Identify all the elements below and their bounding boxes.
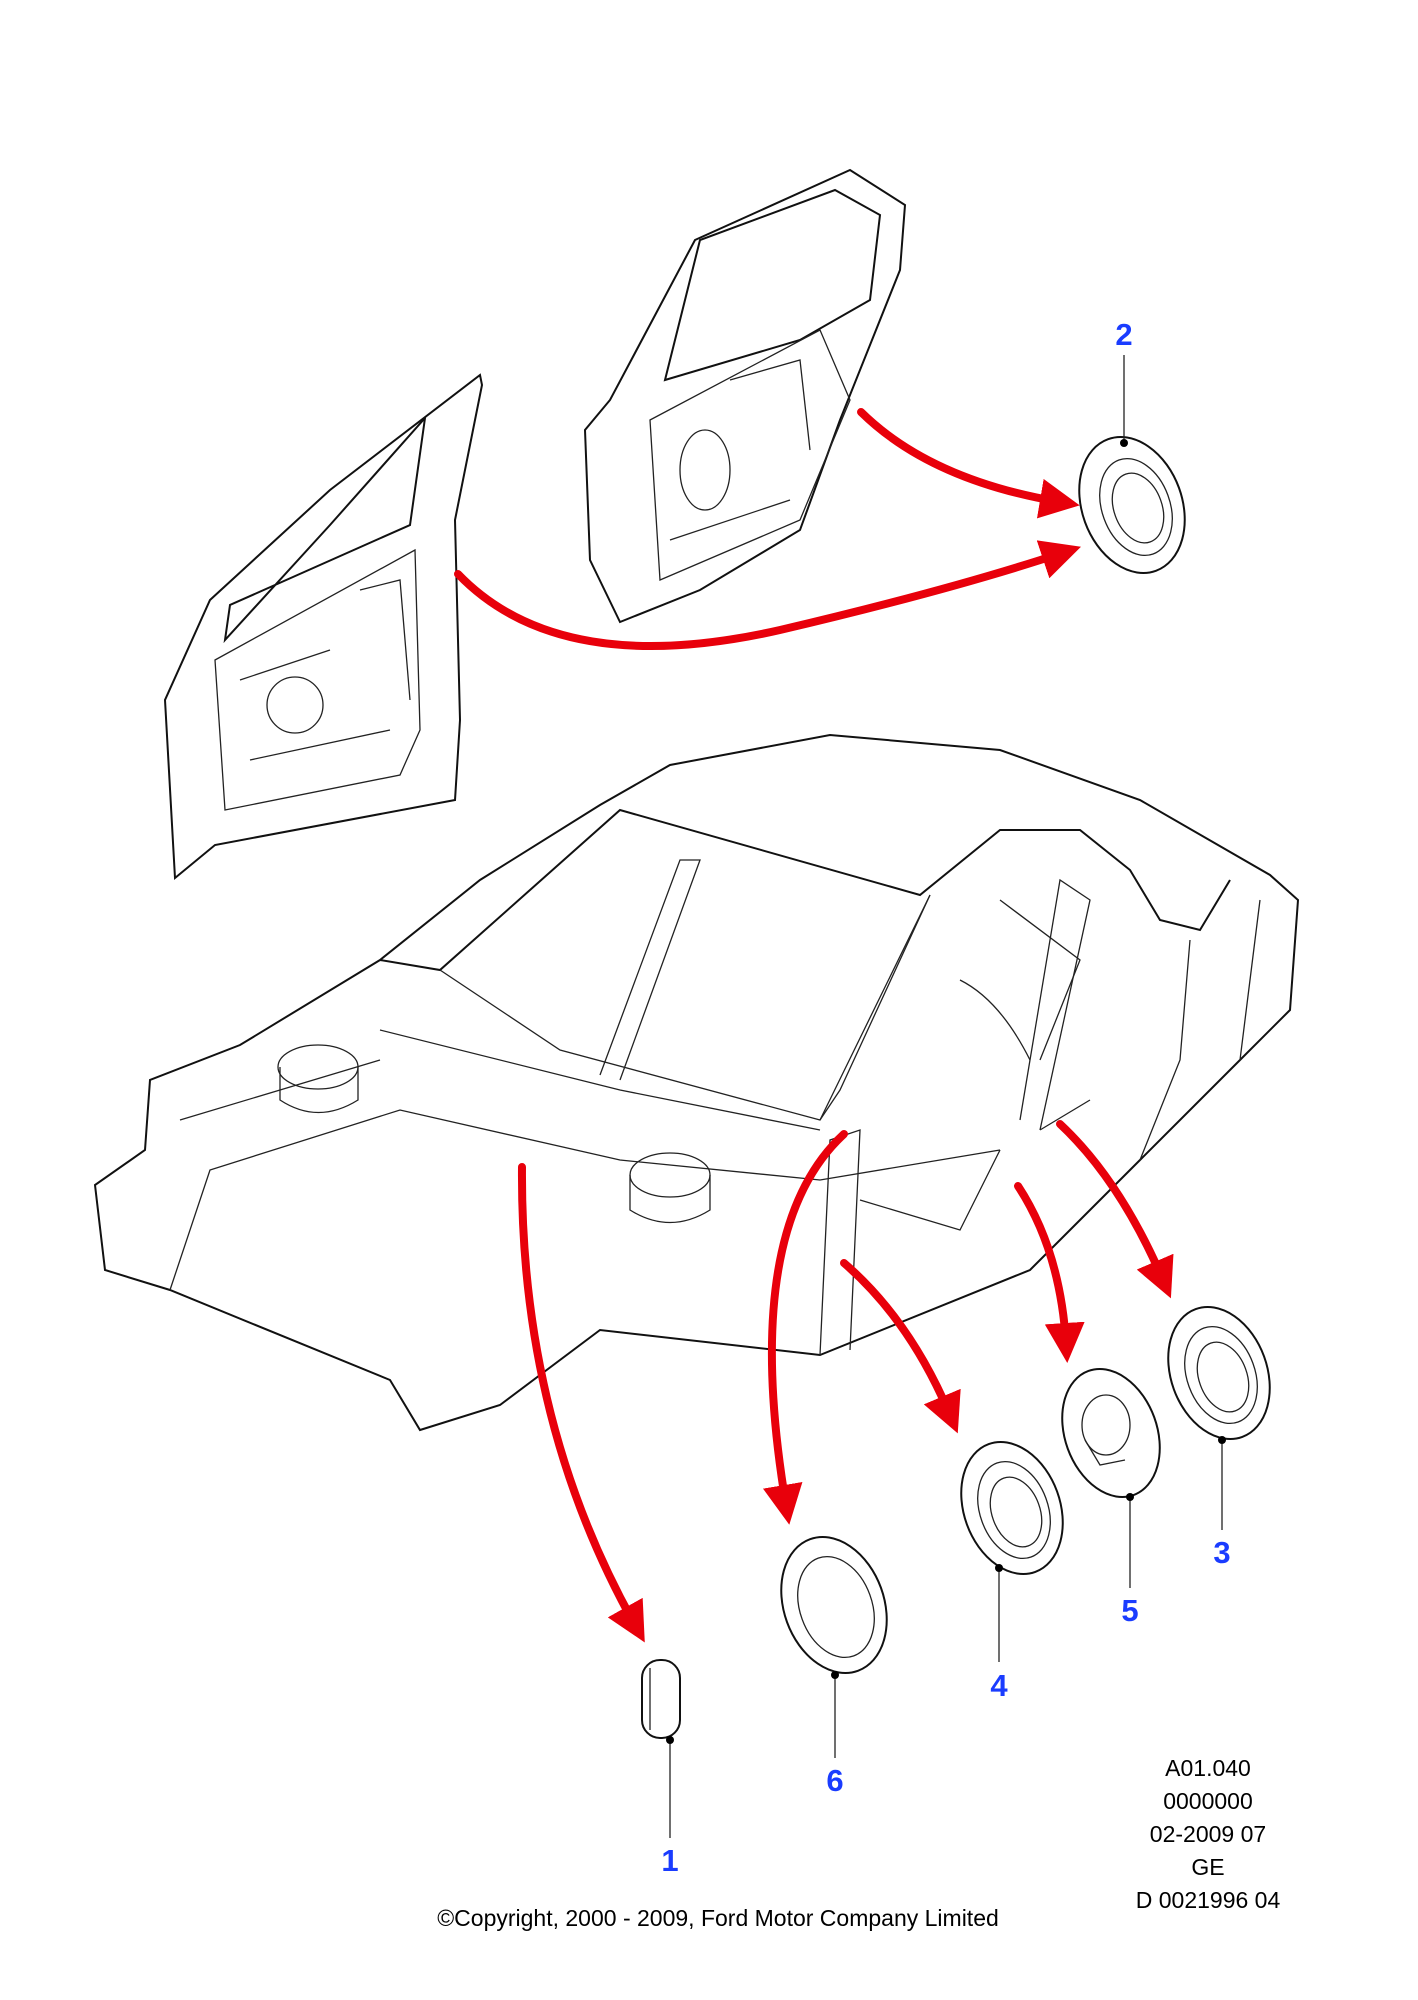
callout-5: 5 (1121, 1593, 1139, 1628)
diagram-region: GE (1191, 1854, 1225, 1880)
diagram-number: 0000000 (1163, 1788, 1253, 1814)
assembly-arrows (454, 408, 1174, 1643)
callout-2: 2 (1115, 317, 1133, 352)
diagram-code: A01.040 (1165, 1755, 1251, 1781)
part-1-plug (641, 1659, 681, 1739)
front-door-drawing (163, 373, 484, 881)
part-4-grommet (960, 1441, 1064, 1575)
callout-3: 3 (1213, 1535, 1231, 1570)
diagram-reference-block: A01.040 0000000 02-2009 07 GE D 0021996 … (1136, 1752, 1281, 1917)
part-2-grommet (1078, 436, 1186, 574)
car-body-drawing (93, 733, 1300, 1432)
part-6-grommet (780, 1536, 888, 1674)
callout-6: 6 (826, 1763, 844, 1798)
diagram-id: D 0021996 04 (1135, 1887, 1281, 1913)
callout-1: 1 (661, 1843, 679, 1878)
copyright-notice: ©Copyright, 2000 - 2009, Ford Motor Comp… (437, 1905, 999, 1931)
rear-door-drawing (583, 168, 907, 624)
callout-4: 4 (990, 1668, 1008, 1703)
leader-lines (666, 355, 1226, 1838)
part-5-grommet (1061, 1368, 1161, 1498)
part-3-grommet (1167, 1306, 1271, 1440)
diagram-date: 02-2009 07 (1149, 1821, 1267, 1847)
